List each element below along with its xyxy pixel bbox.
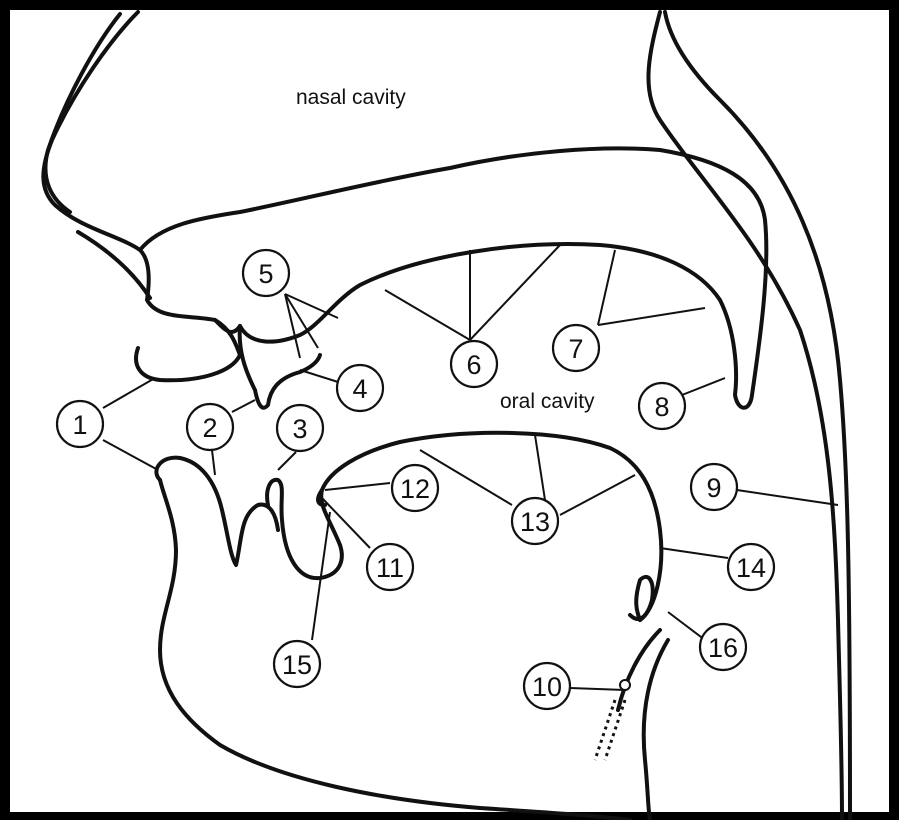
leader-14 — [660, 548, 728, 558]
trachea-dotted-1 — [605, 700, 625, 760]
oral-cavity-label: oral cavity — [500, 390, 595, 413]
marker-11: 11 — [367, 544, 413, 590]
leader-4 — [300, 370, 338, 382]
marker-15: 15 — [274, 641, 320, 687]
nasal-floor-outline — [78, 232, 150, 298]
marker-12-label: 12 — [400, 474, 430, 504]
marker-2: 2 — [187, 404, 233, 450]
leader-5c — [285, 294, 300, 358]
marker-8-label: 8 — [654, 392, 669, 422]
marker-2-label: 2 — [202, 413, 217, 443]
marker-12: 12 — [392, 465, 438, 511]
marker-13-label: 13 — [520, 507, 550, 537]
leader-7a — [598, 250, 615, 325]
marker-5: 5 — [243, 250, 289, 296]
leader-3 — [278, 452, 296, 470]
leader-9 — [737, 490, 838, 505]
marker-5-label: 5 — [258, 259, 273, 289]
leader-2b — [232, 400, 255, 412]
chin-outline — [160, 480, 630, 820]
larynx-right-outline — [644, 640, 668, 820]
marker-6-label: 6 — [466, 350, 481, 380]
leader-7b — [598, 308, 705, 325]
marker-10: 10 — [524, 663, 570, 709]
marker-1-label: 1 — [72, 410, 87, 440]
marker-9: 9 — [691, 464, 737, 510]
leader-6c — [470, 245, 560, 340]
leader-1b — [103, 440, 158, 470]
marker-14-label: 14 — [736, 553, 766, 583]
leader-1a — [103, 378, 155, 408]
marker-14: 14 — [728, 544, 774, 590]
marker-8: 8 — [639, 383, 685, 429]
marker-4-label: 4 — [352, 374, 367, 404]
marker-10-label: 10 — [532, 672, 562, 702]
glottis-marker — [620, 680, 630, 690]
upper-lip-outline — [136, 348, 240, 380]
tongue-outline — [321, 433, 661, 620]
marker-6: 6 — [451, 341, 497, 387]
marker-3-label: 3 — [292, 414, 307, 444]
trachea-dotted-2 — [595, 700, 615, 760]
leader-6a — [385, 290, 470, 340]
marker-9-label: 9 — [706, 473, 721, 503]
leader-2 — [212, 450, 215, 475]
nose-bridge-outline — [43, 12, 240, 355]
leader-12 — [325, 483, 390, 490]
nasal-cavity-label: nasal cavity — [296, 86, 406, 109]
leader-13b — [535, 435, 545, 500]
leader-10 — [570, 688, 625, 690]
marker-15-label: 15 — [282, 650, 312, 680]
marker-11-label: 11 — [376, 553, 404, 583]
epiglottis-outline — [630, 577, 653, 620]
marker-16: 16 — [700, 624, 746, 670]
marker-7: 7 — [553, 325, 599, 371]
marker-13: 13 — [512, 498, 558, 544]
leader-8 — [682, 378, 725, 395]
marker-1: 1 — [57, 401, 103, 447]
marker-16-label: 16 — [708, 633, 738, 663]
marker-4: 4 — [337, 365, 383, 411]
marker-7-label: 7 — [568, 334, 583, 364]
marker-3: 3 — [277, 405, 323, 451]
leader-16 — [668, 612, 705, 640]
leader-13c — [560, 475, 635, 515]
figure-frame — [5, 5, 894, 817]
